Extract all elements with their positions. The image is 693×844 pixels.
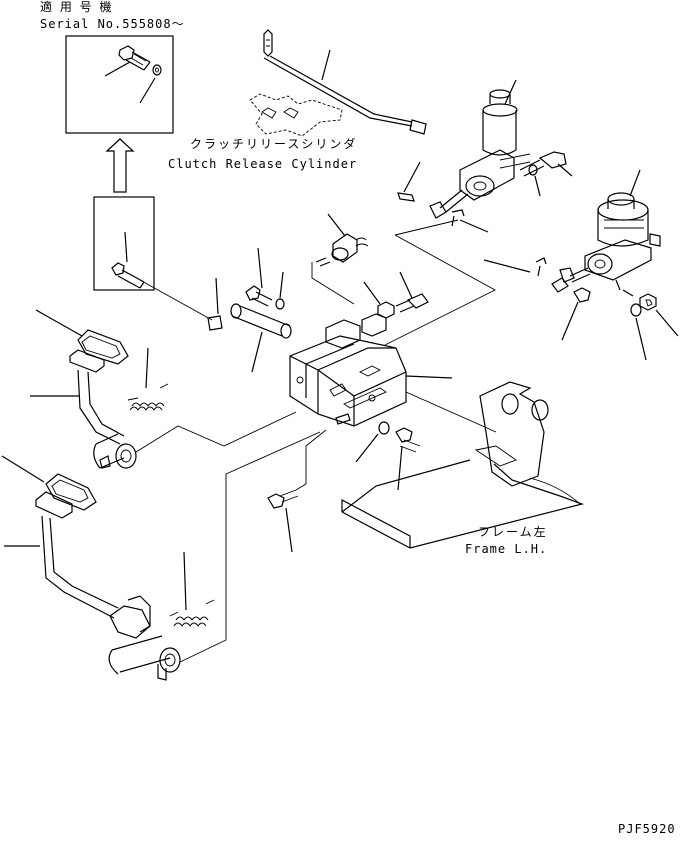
drawing-code: PJF5920 (618, 822, 676, 836)
clutch-release-cylinder-en: Clutch Release Cylinder (168, 157, 358, 171)
inset-detail-box (65, 35, 174, 134)
pedal-switch (311, 213, 369, 305)
upper-pedal (30, 309, 297, 469)
applicable-serial-jp: 適 用 号 機 (40, 0, 114, 14)
pivot-bolt (267, 429, 327, 553)
inset-callout-2 (139, 77, 156, 104)
frame-lh (341, 381, 585, 549)
serial-number: Serial No.555808～ (40, 17, 185, 31)
frame-lh-jp: フレーム左 (478, 525, 548, 539)
frame-lh-en: Frame L.H. (465, 542, 548, 556)
source-box (93, 196, 155, 291)
clutch-release-cylinder-jp: クラッチリリースシリンダ (190, 137, 358, 151)
clutch-release-cylinder-assembly (249, 29, 573, 233)
lower-pedal (1, 431, 321, 681)
inset-arrow (105, 138, 135, 193)
pedal-bracket (289, 313, 453, 491)
bracket-bolts (207, 247, 429, 373)
inset-callout-1 (104, 61, 131, 77)
clutch-master-cylinder-assembly (483, 169, 679, 361)
inset-bolt (118, 45, 162, 76)
